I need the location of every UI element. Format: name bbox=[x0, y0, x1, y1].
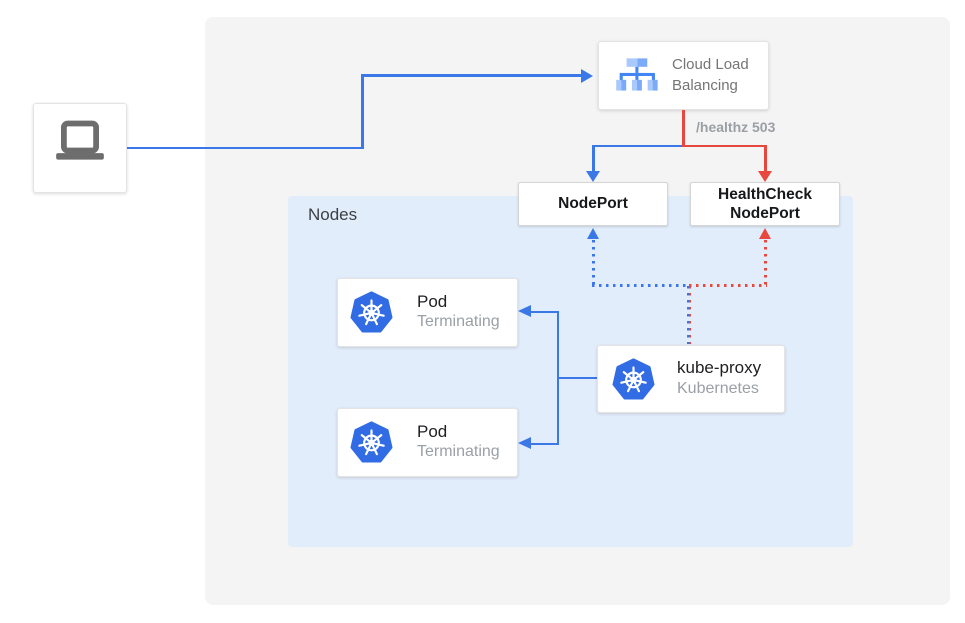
arrowhead-into-pod2 bbox=[518, 437, 531, 450]
dotted-edge-kubeproxy-stem-red bbox=[688, 286, 691, 344]
edge-split-red-h bbox=[682, 144, 767, 147]
nodeport-box: NodePort bbox=[518, 182, 668, 226]
edge-split-blue-h bbox=[592, 144, 684, 147]
edge-client-to-clb-h2 bbox=[361, 74, 581, 77]
edge-to-pod1-h bbox=[531, 310, 559, 313]
healthz-503-label: /healthz 503 bbox=[696, 119, 776, 135]
arrowhead-into-healthcheck-nodeport bbox=[758, 170, 773, 182]
cloud-load-balancing-label: Cloud Load Balancing bbox=[672, 56, 749, 94]
healthcheck-nodeport-box: HealthCheck NodePort bbox=[690, 182, 840, 226]
dotted-edge-red-h bbox=[689, 284, 767, 287]
edge-clb-down-red bbox=[682, 110, 685, 147]
edge-kubeproxy-v bbox=[556, 310, 559, 444]
laptop-icon bbox=[56, 120, 104, 160]
pod-status: Terminating bbox=[417, 313, 500, 331]
dotted-edge-kubeproxy-stem-blue bbox=[686, 286, 689, 344]
pod-title: Pod bbox=[417, 421, 448, 441]
kubernetes-icon bbox=[350, 291, 393, 333]
dotted-arrowhead-into-healthcheck bbox=[758, 227, 771, 239]
arrowhead-into-clb bbox=[581, 68, 593, 83]
arrowhead-into-pod1 bbox=[518, 305, 531, 318]
pod-title: Pod bbox=[417, 291, 448, 311]
edge-to-pod2-h bbox=[531, 442, 559, 445]
pod-box-1: Pod Terminating bbox=[337, 278, 518, 347]
edge-to-healthcheck-v bbox=[764, 144, 767, 171]
dotted-edge-blue-h bbox=[592, 284, 688, 287]
edge-kubeproxy-h bbox=[557, 376, 597, 379]
dotted-edge-healthcheck-v bbox=[764, 240, 767, 285]
kube-proxy-box: kube-proxy Kubernetes bbox=[597, 345, 785, 413]
kube-proxy-title: kube-proxy bbox=[677, 358, 762, 378]
kubernetes-icon bbox=[350, 421, 393, 463]
cloud-load-balancing-box: Cloud Load Balancing bbox=[598, 41, 769, 110]
client-box bbox=[33, 103, 127, 193]
dotted-edge-nodeport-v bbox=[592, 240, 595, 285]
pod-box-2: Pod Terminating bbox=[337, 408, 518, 477]
nodeport-label: NodePort bbox=[558, 195, 628, 213]
healthcheck-nodeport-label: HealthCheck NodePort bbox=[718, 185, 812, 222]
kube-proxy-subtitle: Kubernetes bbox=[677, 379, 759, 397]
edge-client-to-clb-v bbox=[361, 74, 364, 149]
arrowhead-into-nodeport bbox=[586, 170, 601, 182]
nodes-label: Nodes bbox=[308, 205, 358, 224]
load-balancer-icon bbox=[616, 57, 658, 91]
kubernetes-icon bbox=[612, 357, 655, 399]
edge-client-to-clb-h1 bbox=[127, 146, 363, 149]
pod-status: Terminating bbox=[417, 443, 500, 461]
dotted-arrowhead-into-nodeport bbox=[586, 227, 599, 239]
edge-to-nodeport-v bbox=[592, 144, 595, 171]
